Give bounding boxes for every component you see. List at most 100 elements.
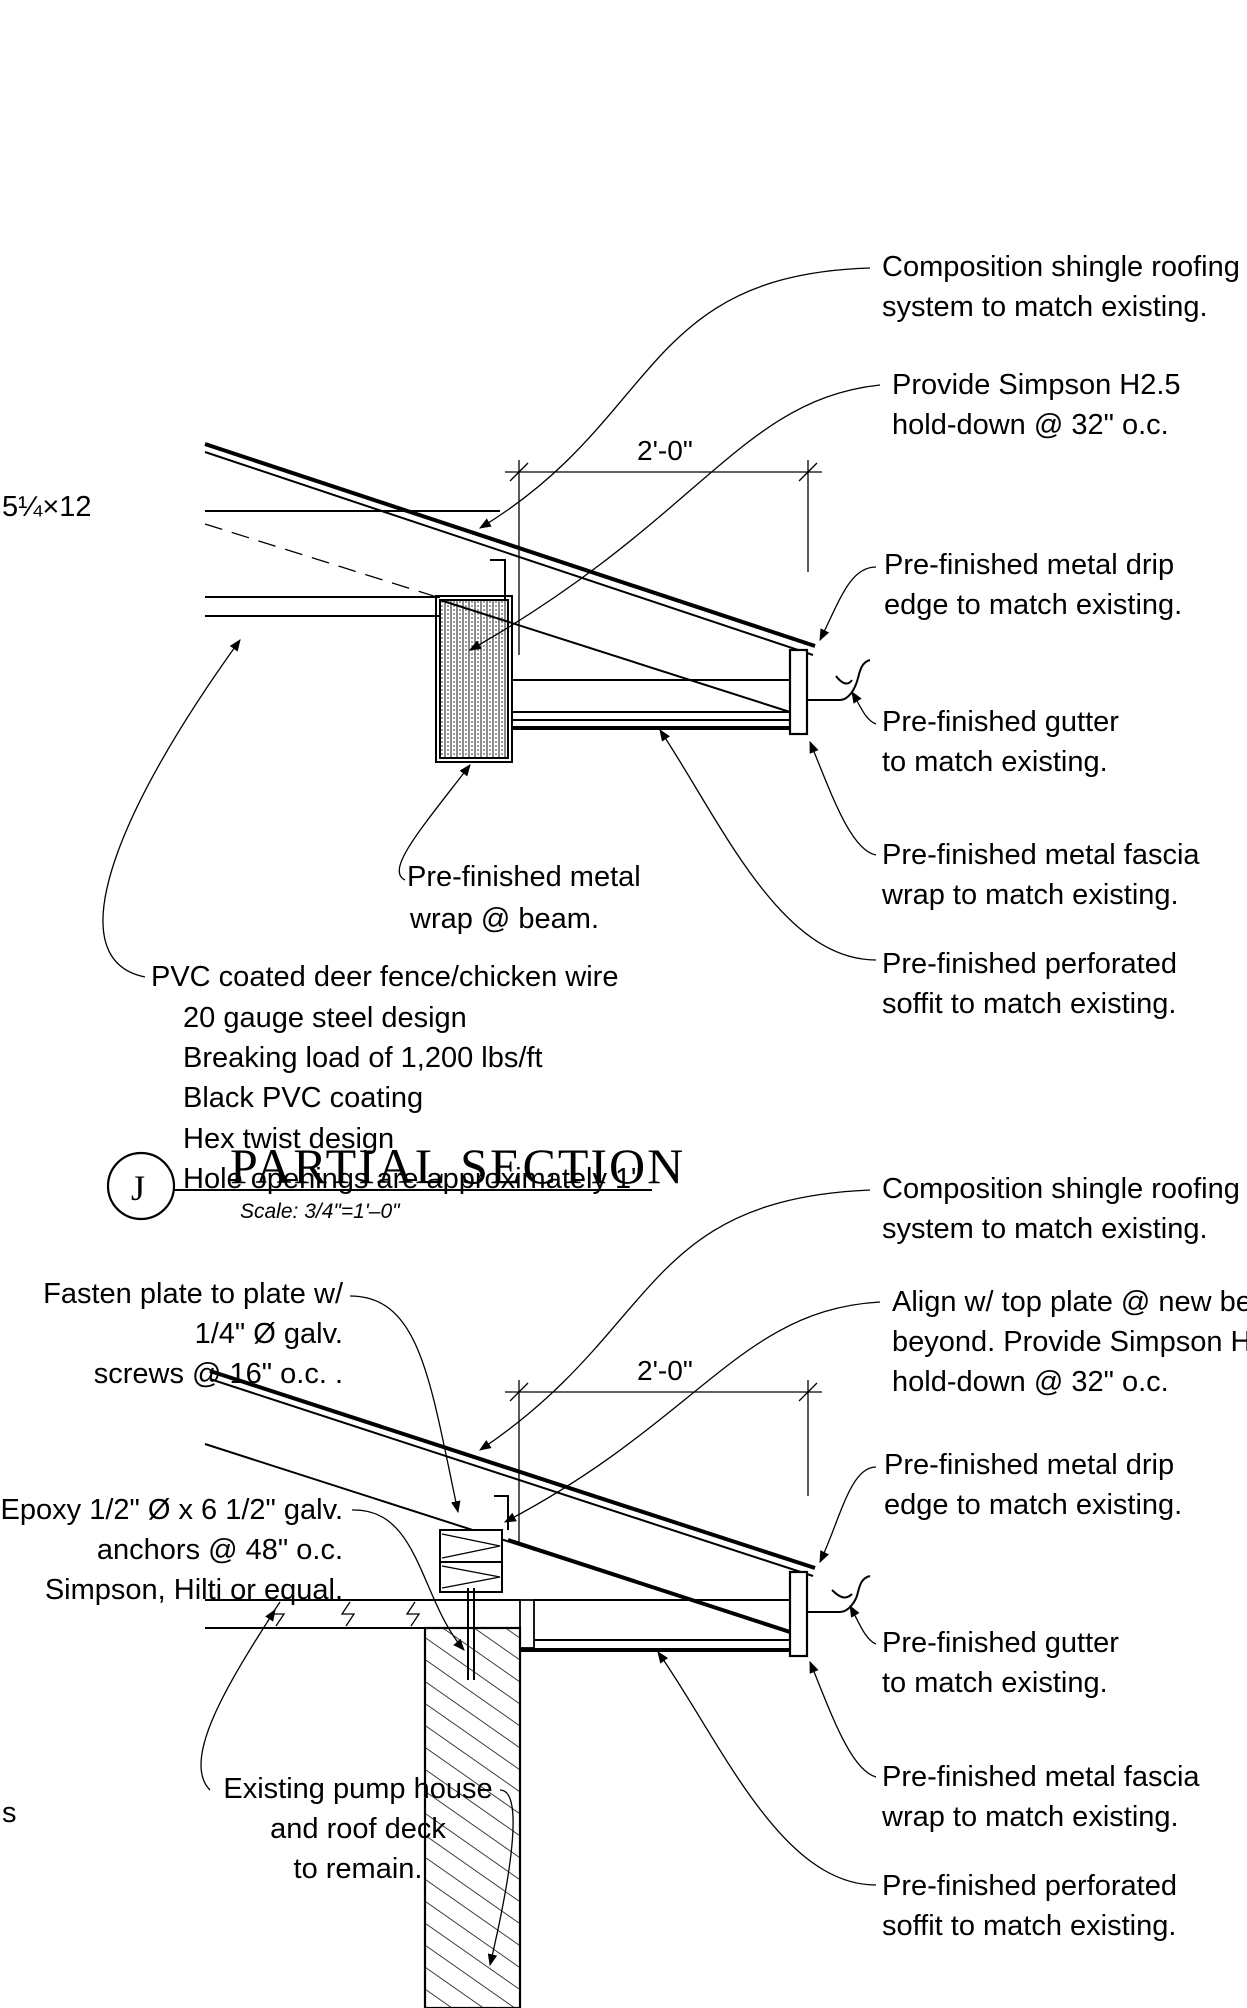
lower-label-shingle: Composition shingle roofing system to ma… [882,1173,1240,1245]
lower-plate-zigzag-1 [441,1533,501,1559]
svg-text:Pre-finished gutter: Pre-finished gutter [882,1627,1119,1659]
lower-label-gutter: Pre-finished gutter to match existing. [882,1627,1119,1699]
lower-hold-down [494,1495,509,1530]
svg-text:hold-down @ 32" o.c.: hold-down @ 32" o.c. [892,1366,1169,1398]
upper-leader-drip [819,566,877,642]
svg-text:1/4" Ø galv.: 1/4" Ø galv. [195,1318,343,1350]
lower-roof-line-under [209,1378,814,1577]
lower-rafter-heavy [507,1538,791,1634]
svg-text:to match existing.: to match existing. [882,746,1108,778]
lower-leader-align [503,1301,881,1523]
upper-leader-gutter [851,690,877,725]
svg-text:Simpson, Hilti or equal.: Simpson, Hilti or equal. [45,1574,343,1606]
upper-leader-holddown [468,384,881,651]
upper-roof-line-under [204,451,814,656]
svg-text:Pre-finished metal: Pre-finished metal [407,861,641,893]
svg-text:to match existing.: to match existing. [882,1667,1108,1699]
svg-text:and roof deck: and roof deck [270,1813,446,1845]
lower-deck-break-2 [340,1601,356,1627]
upper-rafter-dashed [204,523,441,599]
svg-text:Align w/ top plate @ new bea: Align w/ top plate @ new bea [892,1286,1247,1318]
upper-dim-tick-right [798,462,818,482]
lower-deck-break-1 [270,1601,286,1627]
svg-text:Composition shingle roofing: Composition shingle roofing [882,1173,1240,1205]
lower-dimension-text: 2'-0" [637,1355,693,1386]
lower-leader-epoxy [351,1509,465,1651]
lower-leader-deck [200,1608,276,1791]
svg-text:Pre-finished gutter: Pre-finished gutter [882,706,1119,738]
svg-text:Fasten plate to plate w/: Fasten plate to plate w/ [43,1278,344,1310]
lower-label-drip: Pre-finished metal drip edge to match ex… [884,1449,1182,1521]
svg-text:wrap to match existing.: wrap to match existing. [881,879,1179,911]
lower-top-plate-upper [439,1529,503,1563]
lower-leader-wall [487,1789,514,1967]
svg-text:soffit to match existing.: soffit to match existing. [882,1910,1176,1942]
section-tag-letter: J [131,1168,145,1208]
upper-label-beam-wrap: Pre-finished metal wrap @ beam. [407,861,641,935]
section-title-block: J PARTIAL SECTION Scale: 3/4"=1'–0" [106,1138,685,1223]
upper-leader-beam-wrap [398,764,471,881]
upper-label-fascia: Pre-finished metal fascia wrap to match … [881,839,1200,911]
svg-text:wrap @ beam.: wrap @ beam. [409,903,599,935]
upper-label-gutter: Pre-finished gutter to match existing. [882,706,1119,778]
upper-label-soffit: Pre-finished perforated soffit to match … [882,948,1177,1020]
svg-text:Pre-finished metal drip: Pre-finished metal drip [884,1449,1174,1481]
svg-text:Hex twist design: Hex twist design [183,1123,394,1155]
section-scale: Scale: 3/4"=1'–0" [240,1200,401,1223]
upper-label-shingle: Composition shingle roofing system to ma… [882,251,1240,323]
fence-note: PVC coated deer fence/chicken wire 20 ga… [151,961,641,1195]
upper-dim-tick-left [509,462,529,482]
lower-leader-drip [819,1466,877,1564]
lower-label-existing: Existing pump house and roof deck to rem… [223,1773,492,1885]
lower-label-align: Align w/ top plate @ new bea beyond. Pro… [892,1286,1247,1398]
svg-text:Pre-finished metal fascia: Pre-finished metal fascia [882,839,1200,871]
svg-text:Pre-finished perforated: Pre-finished perforated [882,948,1177,980]
lower-dim-tick-left [509,1382,529,1402]
upper-leader-fence [102,639,241,978]
svg-text:system to match existing.: system to match existing. [882,291,1208,323]
upper-leader-soffit [659,729,877,961]
svg-text:edge to match existing.: edge to match existing. [884,1489,1182,1521]
lower-deck-break-3 [405,1601,421,1627]
svg-text:to remain.: to remain. [294,1853,423,1885]
upper-partial-left-label: 5¼×12 [2,491,92,523]
upper-gutter-lip [835,675,853,685]
lower-roof-line [209,1369,816,1570]
svg-text:20 gauge steel design: 20 gauge steel design [183,1002,467,1034]
svg-text:PVC coated deer fence/chicken: PVC coated deer fence/chicken wire [151,961,618,993]
lower-block [519,1599,535,1649]
lower-top-plate-lower [439,1561,503,1593]
upper-beam [439,599,509,759]
svg-text:Black PVC coating: Black PVC coating [183,1082,423,1114]
svg-text:Breaking load of 1,200 lbs/ft: Breaking load of 1,200 lbs/ft [183,1042,543,1074]
lower-section-detail: 2'-0" s Composition shingle roofing syst… [1,1173,1247,2008]
upper-hold-down [490,559,506,600]
section-tag-circle [106,1151,176,1221]
upper-leader-fascia [809,740,877,856]
svg-text:Existing pump house: Existing pump house [223,1773,492,1805]
svg-text:Composition shingle roofing: Composition shingle roofing [882,251,1240,283]
lower-leader-gutter [849,1604,877,1645]
upper-gutter [807,659,871,701]
svg-text:Provide Simpson H2.5: Provide Simpson H2.5 [892,369,1181,401]
svg-text:Pre-finished perforated: Pre-finished perforated [882,1870,1177,1902]
lower-gutter-lip [831,1589,853,1599]
lower-plate-zigzag-2 [441,1565,501,1589]
svg-text:system to match existing.: system to match existing. [882,1213,1208,1245]
svg-text:screws @ 16" o.c. .: screws @ 16" o.c. . [94,1358,343,1390]
svg-text:Pre-finished metal drip: Pre-finished metal drip [884,549,1174,581]
lower-label-epoxy: Epoxy 1/2" Ø x 6 1/2" galv. anchors @ 48… [1,1494,343,1606]
upper-rafter-diag [439,599,791,713]
lower-existing-wall [423,1626,522,2008]
lower-leader-fasten [349,1295,461,1514]
svg-text:hold-down @ 32" o.c.: hold-down @ 32" o.c. [892,409,1169,441]
lower-label-fasten: Fasten plate to plate w/ 1/4" Ø galv. sc… [43,1278,344,1390]
svg-text:edge to match existing.: edge to match existing. [884,589,1182,621]
lower-leader-shingle [479,1189,871,1451]
svg-text:Epoxy 1/2" Ø x 6 1/2" galv.: Epoxy 1/2" Ø x 6 1/2" galv. [1,1494,343,1526]
lower-dim-tick-right [798,1382,818,1402]
upper-label-drip: Pre-finished metal drip edge to match ex… [884,549,1182,621]
svg-text:anchors @ 48" o.c.: anchors @ 48" o.c. [97,1534,343,1566]
section-title: PARTIAL SECTION [230,1138,685,1194]
